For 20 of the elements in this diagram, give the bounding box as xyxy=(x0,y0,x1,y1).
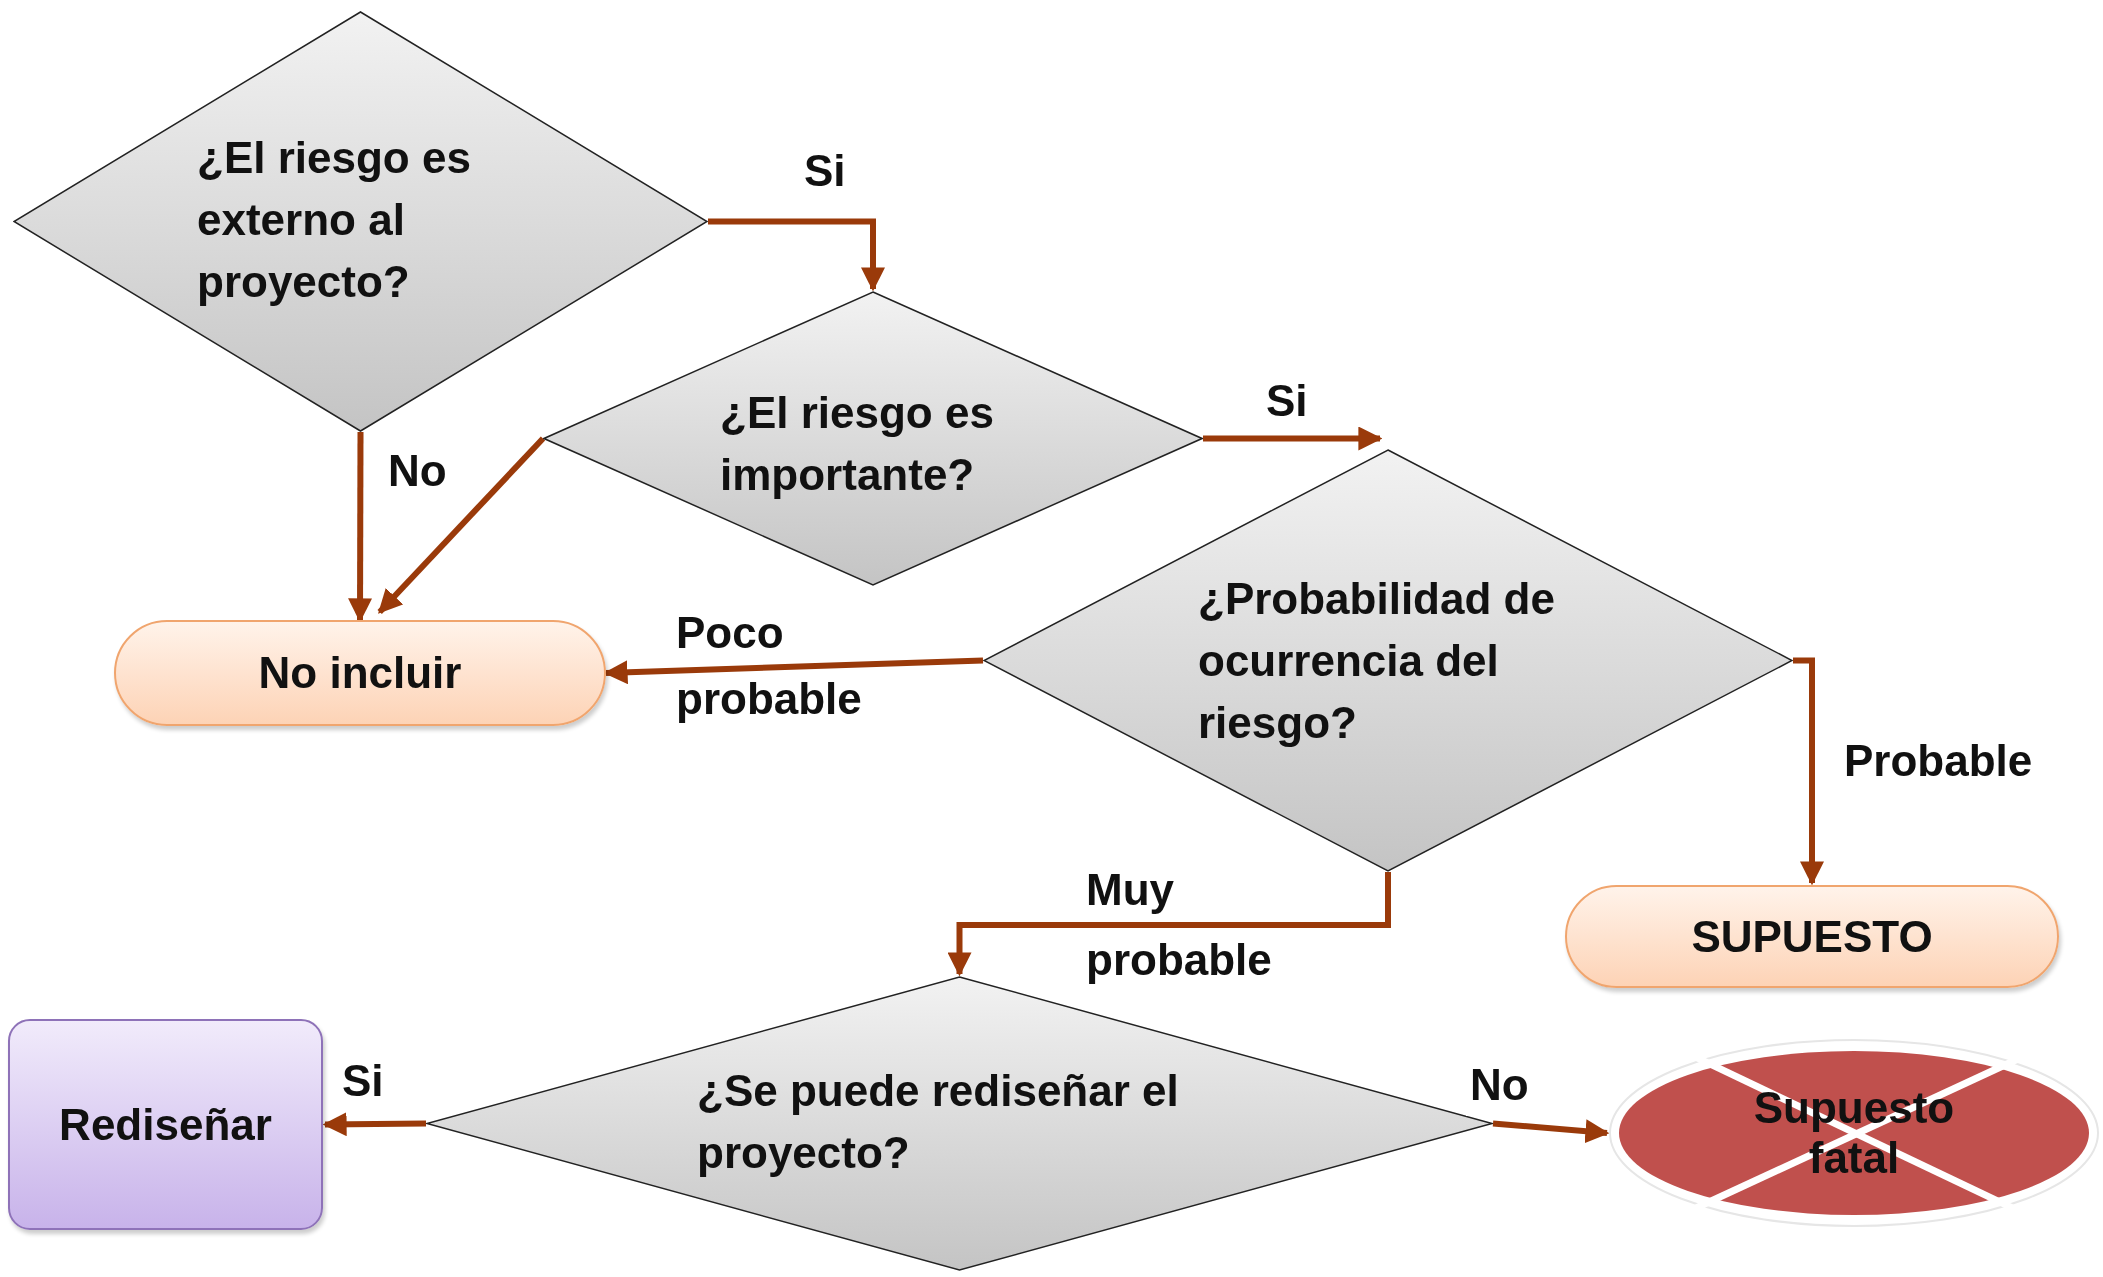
arrow xyxy=(1793,657,1824,886)
node-text: ¿Se puede rediseñar el proyecto? xyxy=(697,1065,1180,1179)
arrow xyxy=(1203,426,1383,451)
outcome-pill xyxy=(1565,885,2059,988)
node-text: ¿Probabilidad de ocurrencia del riesgo? xyxy=(1198,573,1556,749)
outcome-pill xyxy=(114,620,606,726)
node-text: No incluir xyxy=(258,647,462,699)
node-text: ¿El riesgo es externo al proyecto? xyxy=(197,132,472,308)
arrow xyxy=(947,872,1391,977)
action-box xyxy=(8,1019,323,1230)
arrow xyxy=(348,432,373,623)
node-text: ¿El riesgo es importante? xyxy=(720,387,995,501)
edge-label: Poco probable xyxy=(675,607,863,725)
node-text: Rediseñar xyxy=(59,1098,272,1151)
arrow xyxy=(377,436,546,615)
arrow xyxy=(322,1112,427,1137)
arrow xyxy=(1492,1119,1610,1144)
node-text: SUPUESTO xyxy=(1691,910,1933,963)
arrow xyxy=(708,218,885,292)
edge-label: Muy probable xyxy=(1085,864,1273,986)
